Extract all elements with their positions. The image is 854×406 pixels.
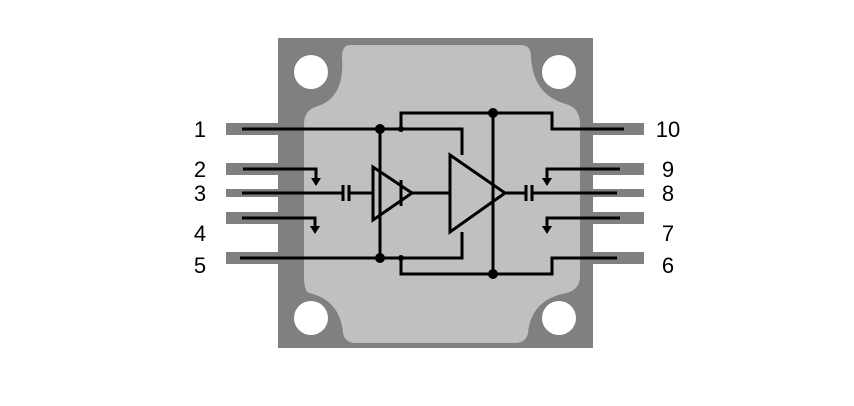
capacitor-input: [341, 185, 351, 201]
arrow-down-icon: [542, 178, 552, 186]
pin-label-10: 10: [656, 117, 680, 142]
wire-pin5: [240, 232, 464, 260]
capacitor-output: [524, 185, 534, 201]
amplifier-stage1-icon: [371, 164, 415, 223]
junction-dot: [398, 255, 404, 261]
wire-pin2: [243, 167, 318, 180]
pin-label-6: 6: [662, 253, 674, 278]
arrow-down-icon: [542, 226, 552, 234]
pin-label-9: 9: [662, 157, 674, 182]
junction-dot: [488, 269, 498, 279]
wire-loop: [399, 256, 617, 276]
arrow-down-icon: [310, 226, 320, 234]
pin-label-7: 7: [662, 221, 674, 246]
amplifier-stage2-icon: [448, 152, 508, 235]
pin-label-2: 2: [194, 157, 206, 182]
arrow-down-icon: [311, 178, 321, 186]
junction-dot: [398, 126, 404, 132]
pin-label-5: 5: [194, 253, 206, 278]
junction-dot: [488, 108, 498, 118]
junction-dot: [375, 253, 385, 263]
pin-label-1: 1: [194, 117, 206, 142]
circuit-wiring: [240, 108, 624, 279]
wire-pin7: [545, 216, 620, 228]
wire-pin4: [242, 216, 317, 228]
pin-label-3: 3: [194, 181, 206, 206]
wire-loop-top: [399, 111, 624, 131]
mounting-hole: [542, 301, 576, 335]
wire-pin9: [545, 167, 620, 180]
pin-label-4: 4: [194, 221, 206, 246]
junction-dot: [375, 124, 385, 134]
mounting-hole: [294, 301, 328, 335]
mounting-hole: [294, 55, 328, 89]
pin-label-8: 8: [662, 181, 674, 206]
wire-pin1: [242, 127, 464, 155]
mounting-hole: [542, 55, 576, 89]
